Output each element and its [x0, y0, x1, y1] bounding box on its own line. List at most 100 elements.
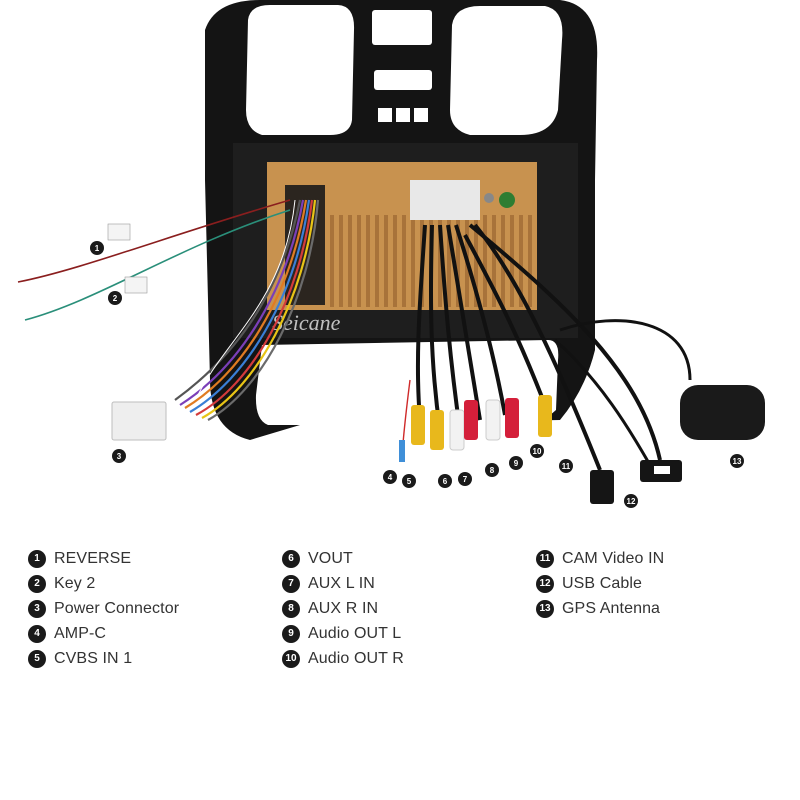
legend-label: USB Cable: [562, 574, 643, 592]
heat-fin: [447, 215, 451, 307]
legend-label: Audio OUT R: [308, 649, 404, 667]
legend-label: VOUT: [308, 549, 353, 567]
callout-badge: [485, 463, 499, 477]
gps-antenna: [680, 385, 765, 440]
callout-badge: [402, 474, 416, 488]
legend-number-badge: 3: [28, 599, 46, 618]
heat-fin: [528, 215, 532, 307]
callout-number: 12: [627, 497, 636, 506]
legend-number-badge: 8: [282, 599, 300, 618]
power-connector: [111, 401, 167, 441]
callout-badge: [624, 494, 638, 508]
connector-legend: 1 REVERSE 2 Key 2 3 Power Connector 4 AMP-C 5 CVB…: [0, 546, 800, 686]
heat-fin: [384, 215, 388, 307]
legend-label: GPS Antenna: [562, 599, 661, 617]
legend-number-badge: 12: [536, 574, 554, 593]
power-harness: [174, 199, 320, 421]
heat-fin: [456, 215, 460, 307]
callout-number: 2: [113, 294, 118, 303]
reverse-wire: [17, 199, 291, 321]
callout-badge: [383, 470, 397, 484]
callout-number: 4: [388, 473, 393, 482]
rear-panel: [267, 162, 537, 310]
legend-number-badge: 4: [28, 624, 46, 643]
legend-number-badge: 9: [282, 624, 300, 643]
heat-fin: [330, 215, 334, 307]
usb-plug: [590, 470, 614, 504]
legend-column: 11 CAM Video IN 12 USB Cable 13 GPS Antenna: [536, 546, 664, 621]
legend-item: 2 Key 2: [28, 571, 179, 596]
callout-number: 13: [733, 457, 742, 466]
callout-badge: [730, 454, 744, 468]
gps-cable: [559, 319, 692, 381]
heat-fin: [357, 215, 361, 307]
legend-item: 11 CAM Video IN: [536, 546, 664, 571]
callout-badge: [509, 456, 523, 470]
legend-item: 1 REVERSE: [28, 546, 179, 571]
legend-column: 1 REVERSE 2 Key 2 3 Power Connector 4 AMP-C 5 CVB…: [28, 546, 179, 671]
usb-port: [654, 466, 670, 474]
heat-fin: [474, 215, 478, 307]
legend-number-badge: 5: [28, 649, 46, 668]
legend-label: AMP-C: [54, 624, 107, 642]
heat-fin: [348, 215, 352, 307]
rca-plugs: [411, 395, 552, 451]
heat-fin: [519, 215, 523, 307]
heat-fin: [339, 215, 343, 307]
legend-label: Key 2: [54, 574, 96, 592]
callout-badge: [530, 444, 544, 458]
callout-number: 3: [117, 452, 122, 461]
legend-label: Audio OUT L: [308, 624, 402, 642]
rca-cables: [415, 223, 662, 471]
callout-badge: [458, 472, 472, 486]
legend-number-badge: 10: [282, 649, 300, 668]
heat-fin: [438, 215, 442, 307]
callout-number: 7: [463, 475, 468, 484]
legend-number-badge: 7: [282, 574, 300, 593]
legend-label: CVBS IN 1: [54, 649, 133, 667]
wiring-diagram: Seicane: [17, 0, 765, 508]
legend-label: REVERSE: [54, 549, 132, 567]
heat-fin: [492, 215, 496, 307]
legend-label: AUX L IN: [308, 574, 375, 592]
legend-item: 7 AUX L IN: [282, 571, 404, 596]
legend-item: 8 AUX R IN: [282, 596, 404, 621]
callout-badge: [559, 459, 573, 473]
callout-number: 5: [407, 477, 412, 486]
callout-number: 8: [490, 466, 495, 475]
label-tag: [124, 276, 148, 294]
legend-item: 9 Audio OUT L: [282, 621, 404, 646]
legend-label: AUX R IN: [308, 599, 379, 617]
legend-item: 10 Audio OUT R: [282, 646, 404, 671]
callout-number: 1: [95, 244, 100, 253]
legend-number-badge: 11: [536, 549, 554, 568]
heat-fin: [366, 215, 370, 307]
legend-number-badge: 13: [536, 599, 554, 618]
heat-fin: [375, 215, 379, 307]
callout-number: 10: [533, 447, 542, 456]
heat-fin: [393, 215, 397, 307]
legend-label: Power Connector: [54, 599, 180, 617]
callout-number: 6: [443, 477, 448, 486]
legend-item: 13 GPS Antenna: [536, 596, 664, 621]
usb-cable: [554, 338, 652, 466]
heat-fin: [411, 215, 415, 307]
legend-item: 4 AMP-C: [28, 621, 179, 646]
legend-number-badge: 2: [28, 574, 46, 593]
cvbs-plug: [399, 440, 405, 462]
legend-label: CAM Video IN: [562, 549, 665, 567]
callout-number: 9: [514, 459, 519, 468]
legend-number-badge: 1: [28, 549, 46, 568]
heat-fin: [483, 215, 487, 307]
callout-number: 11: [562, 462, 571, 471]
heat-fin: [402, 215, 406, 307]
callout-badge: [438, 474, 452, 488]
label-tag: [107, 223, 131, 241]
callout-badge: [108, 291, 122, 305]
callout-badge: [112, 449, 126, 463]
legend-item: 5 CVBS IN 1: [28, 646, 179, 671]
legend-item: 12 USB Cable: [536, 571, 664, 596]
